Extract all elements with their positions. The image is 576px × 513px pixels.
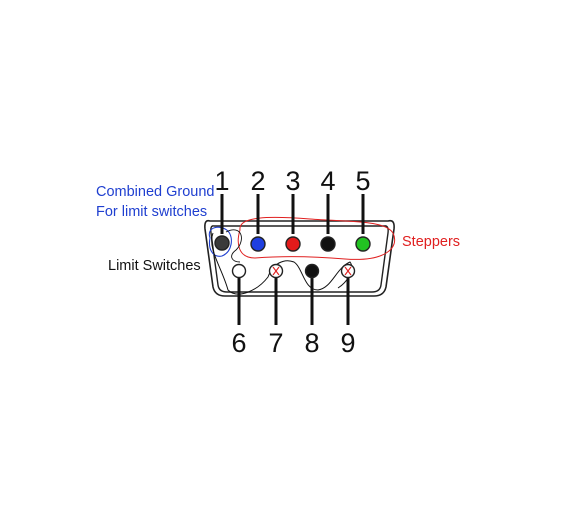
pin-5-number: 5 bbox=[355, 166, 370, 196]
ground-note-line-2: For limit switches bbox=[96, 204, 207, 220]
pin-4-number: 4 bbox=[320, 166, 335, 196]
pin-8 bbox=[304, 263, 320, 279]
pin-4 bbox=[320, 236, 336, 252]
pin-9-x-mark bbox=[344, 266, 352, 276]
pin-9-number: 9 bbox=[340, 328, 355, 358]
connector-shell-outer bbox=[204, 219, 395, 297]
pin-3-number: 3 bbox=[285, 166, 300, 196]
limit-switch-loop bbox=[211, 232, 353, 295]
limit-switches-note: Limit Switches bbox=[108, 258, 201, 274]
pin-7-x-mark bbox=[272, 266, 280, 276]
ground-note-line-1: Combined Ground bbox=[96, 184, 215, 200]
pin-6-number: 6 bbox=[231, 328, 246, 358]
pin-8-number: 8 bbox=[304, 328, 319, 358]
pin-2-number: 2 bbox=[250, 166, 265, 196]
steppers-note: Steppers bbox=[402, 234, 460, 250]
pin-5 bbox=[355, 236, 371, 252]
pin-leaders bbox=[220, 194, 365, 325]
ground-loop-trace bbox=[225, 229, 242, 263]
ground-enclosure bbox=[208, 226, 232, 257]
pin-6 bbox=[231, 263, 247, 279]
pin-numbers: 1 2 3 4 5 6 7 8 9 bbox=[214, 166, 370, 358]
pin-2 bbox=[250, 236, 266, 252]
pins-group bbox=[214, 235, 371, 279]
pin-7-number: 7 bbox=[268, 328, 283, 358]
pin-1-number: 1 bbox=[214, 166, 229, 196]
pin-3 bbox=[285, 236, 301, 252]
pin-1 bbox=[214, 235, 230, 251]
unused-pin-marks bbox=[272, 266, 352, 276]
